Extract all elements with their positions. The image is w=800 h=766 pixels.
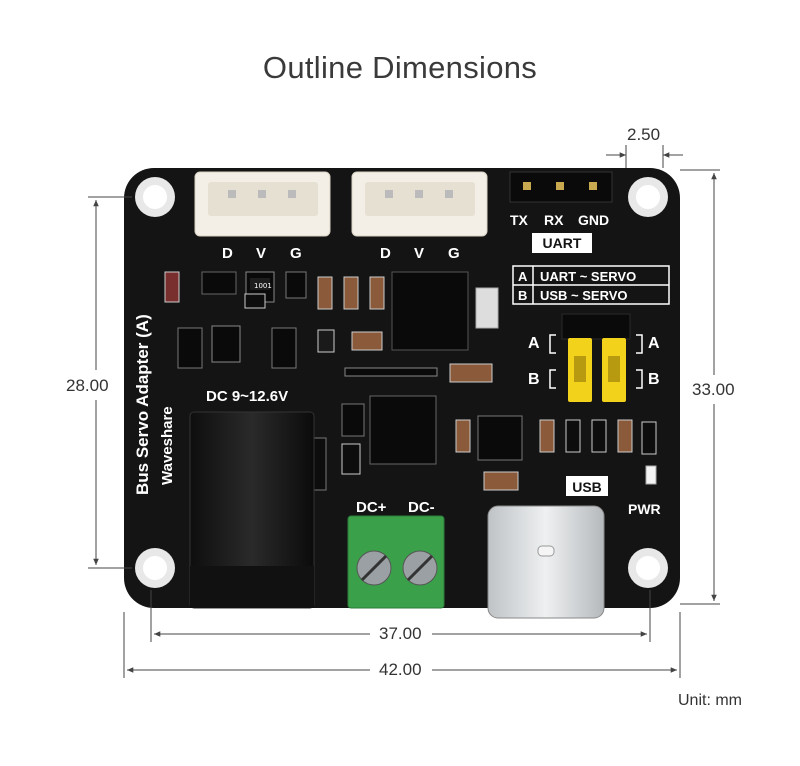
mode-value-a: UART ~ SERVO xyxy=(540,269,636,284)
servo-connector-1 xyxy=(194,171,331,237)
dc-voltage-label: DC 9~12.6V xyxy=(206,388,288,405)
terminal-block xyxy=(347,515,445,609)
pin-label-d-1: D xyxy=(222,245,233,262)
jumper-block xyxy=(561,313,631,402)
mounting-holes xyxy=(135,177,668,588)
jumper-left-b: B xyxy=(528,371,540,388)
pin-label-v-1: V xyxy=(256,245,266,262)
uart-header xyxy=(509,171,613,203)
diagram-title: Outline Dimensions xyxy=(262,50,538,85)
jumper-right-b: B xyxy=(648,371,660,388)
uart-pin-tx: TX xyxy=(510,212,529,228)
pin-label-g-1: G xyxy=(290,245,302,262)
mode-key-a: A xyxy=(518,269,528,284)
dimension-width-outer: 42.00 xyxy=(379,660,422,679)
pin-label-d-2: D xyxy=(380,245,391,262)
svg-text:1001: 1001 xyxy=(254,282,272,290)
uart-label: UART xyxy=(543,235,582,251)
jumper-right-a: A xyxy=(648,335,660,352)
mode-key-b: B xyxy=(518,288,527,303)
dimension-width-holes: 37.00 xyxy=(379,624,422,643)
smd-components: 1001 xyxy=(164,271,657,491)
dimension-edge-offset: 2.50 xyxy=(627,125,661,144)
dimension-lines xyxy=(88,145,720,678)
servo-connector-2 xyxy=(351,171,488,237)
dimension-height-holes: 28.00 xyxy=(66,376,109,395)
uart-pin-rx: RX xyxy=(544,212,564,228)
unit-label: Unit: mm xyxy=(678,692,742,709)
jumper-left-a: A xyxy=(528,335,540,352)
pin-label-v-2: V xyxy=(414,245,424,262)
mode-value-b: USB ~ SERVO xyxy=(540,288,628,303)
dc-barrel-jack xyxy=(189,411,315,609)
dimension-height-outer: 33.00 xyxy=(692,380,735,399)
pin-label-g-2: G xyxy=(448,245,460,262)
uart-pin-gnd: GND xyxy=(578,212,609,228)
dc-plus-label: DC+ xyxy=(356,499,387,516)
board-name: Bus Servo Adapter (A) xyxy=(133,314,152,495)
pwr-label: PWR xyxy=(628,501,661,517)
usb-label: USB xyxy=(572,479,602,495)
board-brand: Waveshare xyxy=(159,406,176,485)
dc-minus-label: DC- xyxy=(408,499,435,516)
usb-c-connector xyxy=(487,505,605,619)
mode-table: A UART ~ SERVO B USB ~ SERVO xyxy=(512,265,670,305)
